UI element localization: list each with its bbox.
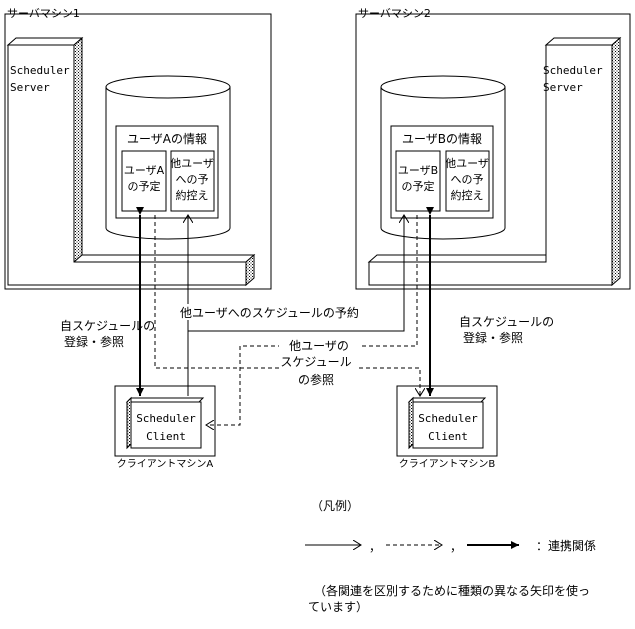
user-b-reservations-line2: への予 [451, 173, 484, 186]
label-view-others-line2: スケジュール [280, 355, 351, 369]
server-machine-1-label: サーバマシン1 [7, 7, 80, 20]
label-reserve-others: 他ユーザへのスケジュールの予約 [180, 305, 359, 320]
scheduler-server-2-line1: Scheduler [543, 64, 603, 77]
user-a-reservations-box [170, 150, 215, 212]
scheduler-server-1-line2: Server [10, 81, 50, 94]
server-machine-2-frame [355, 13, 631, 290]
scheduler-server-1: Scheduler Server [6, 36, 256, 287]
database-b: ユーザBの情報 ユーザB の予定 他ユーザ への予 約控え [380, 75, 506, 240]
legend-separator-2: ， [450, 540, 462, 554]
label-own-schedule-left-line2: 登録・参照 [64, 334, 124, 349]
user-b-reservations-line3: 約控え [451, 188, 484, 202]
legend: （凡例） ， ， ：連携関係 （各関連を区別するために種類の異なる矢印を使っ て… [305, 499, 596, 614]
legend-separator-1: ， [369, 540, 381, 554]
user-a-reservations-line1: 他ユーザ [170, 157, 214, 170]
label-own-schedule-right-line2: 登録・参照 [463, 330, 523, 345]
user-b-schedule-line2: の予定 [402, 179, 435, 193]
scheduler-client-a-line1: Scheduler [136, 412, 196, 425]
scheduler-client-a: Scheduler Client [125, 396, 205, 450]
server-machine-2: サーバマシン2 Scheduler Server ユーザBの情報 ユーザB の予… [355, 7, 631, 290]
client-machine-a: クライアントマシンA Scheduler Client [114, 385, 216, 470]
label-view-others-line3: の参照 [298, 372, 334, 387]
database-a: ユーザAの情報 ユーザA の予定 他ユーザ への予 約控え [105, 75, 231, 240]
label-view-others-line1: 他ユーザの [289, 339, 349, 353]
scheduler-client-b-line2: Client [428, 430, 468, 443]
label-own-schedule-left-line1: 自スケジュールの [60, 319, 155, 333]
user-b-reservations-box [445, 150, 490, 212]
user-b-schedule-box [395, 150, 441, 212]
client-machine-a-label: クライアントマシンA [117, 458, 214, 470]
server-machine-2-label: サーバマシン2 [358, 7, 431, 20]
user-a-reservations-line3: 約控え [176, 188, 209, 202]
client-machine-b-frame [396, 385, 498, 457]
connector-reservation-to-user-b [187, 215, 404, 396]
client-machine-a-frame [114, 385, 216, 457]
legend-title: （凡例） [311, 499, 359, 513]
legend-note-line1: （各関連を区別するために種類の異なる矢印を使っ [314, 583, 590, 598]
user-a-schedule-line1: ユーザA [124, 164, 165, 177]
connector-view-to-client-a [206, 215, 418, 425]
scheduler-server-2: Scheduler Server [367, 36, 622, 287]
user-b-reservations-line1: 他ユーザ [445, 157, 489, 170]
scheduler-client-b-line1: Scheduler [418, 412, 478, 425]
label-own-schedule-right-line1: 自スケジュールの [459, 315, 554, 329]
user-a-schedule-box [121, 150, 167, 212]
client-machine-b: クライアントマシンB Scheduler Client [396, 385, 498, 470]
scheduler-server-1-line1: Scheduler [10, 64, 70, 77]
scheduler-client-b: Scheduler Client [407, 396, 487, 450]
scheduler-server-2-line2: Server [543, 81, 583, 94]
server-machine-1: サーバマシン1 Scheduler Server ユーザAの情報 ユーザA の予… [4, 7, 272, 290]
user-a-schedule-line2: の予定 [128, 179, 161, 193]
client-machine-b-label: クライアントマシンB [399, 458, 496, 470]
scheduler-client-a-line2: Client [146, 430, 186, 443]
user-a-reservations-line2: への予 [176, 173, 209, 186]
legend-relation-label: ：連携関係 [536, 538, 596, 553]
user-b-schedule-line1: ユーザB [398, 164, 438, 177]
legend-note-line2: ています） [308, 600, 368, 614]
user-b-info-title: ユーザBの情報 [402, 132, 482, 146]
user-a-info-title: ユーザAの情報 [127, 132, 207, 146]
